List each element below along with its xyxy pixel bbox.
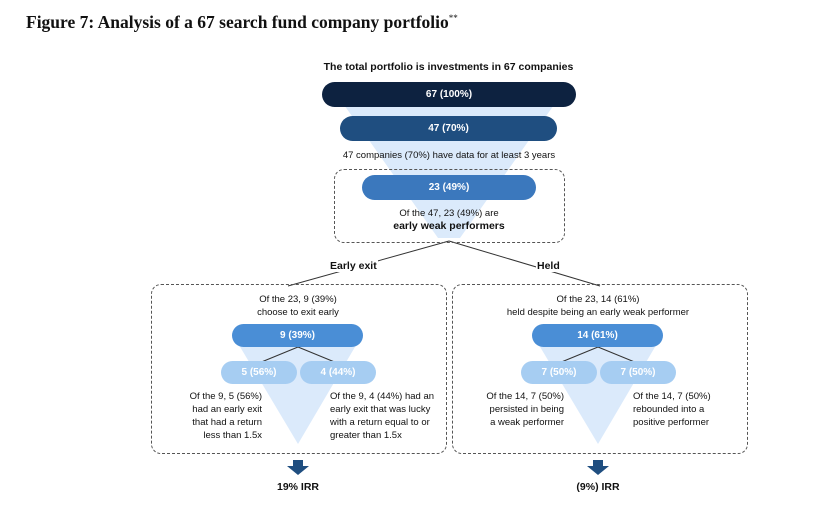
early-exit-intro-2: choose to exit early — [257, 307, 339, 318]
funnel-level-1: 67 (100%) — [322, 82, 576, 107]
held-arrow-icon — [587, 460, 609, 475]
held-intro: Of the 23, 14 (61%) — [556, 294, 640, 305]
early-exit-right-desc-2: early exit that was lucky — [330, 404, 431, 415]
funnel-level-3-caption: Of the 47, 23 (49%) are — [399, 208, 499, 219]
branch-label-early-exit: Early exit — [329, 260, 378, 272]
funnel-level-2-caption: 47 companies (70%) have data for at leas… — [342, 150, 556, 161]
early-exit-sub-right: 4 (44%) — [300, 361, 376, 384]
held-left-desc-3: a weak performer — [490, 417, 564, 428]
held-irr: (9%) IRR — [576, 481, 620, 493]
figure-title-text: Figure 7: Analysis of a 67 search fund c… — [26, 12, 449, 32]
branch-label-held: Held — [536, 260, 561, 272]
early-exit-right-desc-4: greater than 1.5x — [330, 430, 402, 441]
tree-line-left-a — [258, 346, 299, 364]
held-left-desc-2: persisted in being — [489, 404, 564, 415]
tree-line-right-a — [558, 346, 599, 364]
held-node: 14 (61%) — [532, 324, 663, 347]
early-exit-left-desc-4: less than 1.5x — [203, 430, 262, 441]
held-sub-right: 7 (50%) — [600, 361, 676, 384]
figure-title: Figure 7: Analysis of a 67 search fund c… — [26, 12, 458, 33]
early-exit-arrow-icon — [287, 460, 309, 475]
early-exit-irr: 19% IRR — [276, 481, 319, 493]
weak-performers-box — [334, 169, 565, 243]
early-exit-left-desc-3: that had a return — [192, 417, 262, 428]
early-exit-intro: Of the 23, 9 (39%) — [259, 294, 337, 305]
early-exit-sub-left: 5 (56%) — [221, 361, 297, 384]
held-right-desc-3: positive performer — [633, 417, 710, 428]
held-intro-2: held despite being an early weak perform… — [506, 307, 690, 318]
figure-title-note: ** — [448, 13, 458, 24]
funnel-level-3-emphasis: early weak performers — [393, 220, 505, 232]
held-left-desc-1: Of the 14, 7 (50%) — [486, 391, 564, 402]
held-sub-left: 7 (50%) — [521, 361, 597, 384]
tree-line-left-b — [297, 346, 338, 364]
early-exit-right-desc-1: Of the 9, 4 (44%) had an — [330, 391, 435, 402]
early-exit-left-desc-2: had an early exit — [192, 404, 262, 415]
portfolio-header: The total portfolio is investments in 67… — [323, 61, 574, 73]
held-right-desc-1: Of the 14, 7 (50%) — [633, 391, 711, 402]
held-right-desc-2: rebounded into a — [633, 404, 705, 415]
funnel-level-2: 47 (70%) — [340, 116, 557, 141]
tree-line-right-b — [597, 346, 638, 364]
early-exit-box — [151, 284, 447, 454]
early-exit-node: 9 (39%) — [232, 324, 363, 347]
branch-line-right — [448, 240, 601, 287]
held-box — [452, 284, 748, 454]
early-exit-right-desc-3: with a return equal to or — [330, 417, 430, 428]
funnel-level-3: 23 (49%) — [362, 175, 536, 200]
early-exit-left-desc-1: Of the 9, 5 (56%) — [189, 391, 262, 402]
